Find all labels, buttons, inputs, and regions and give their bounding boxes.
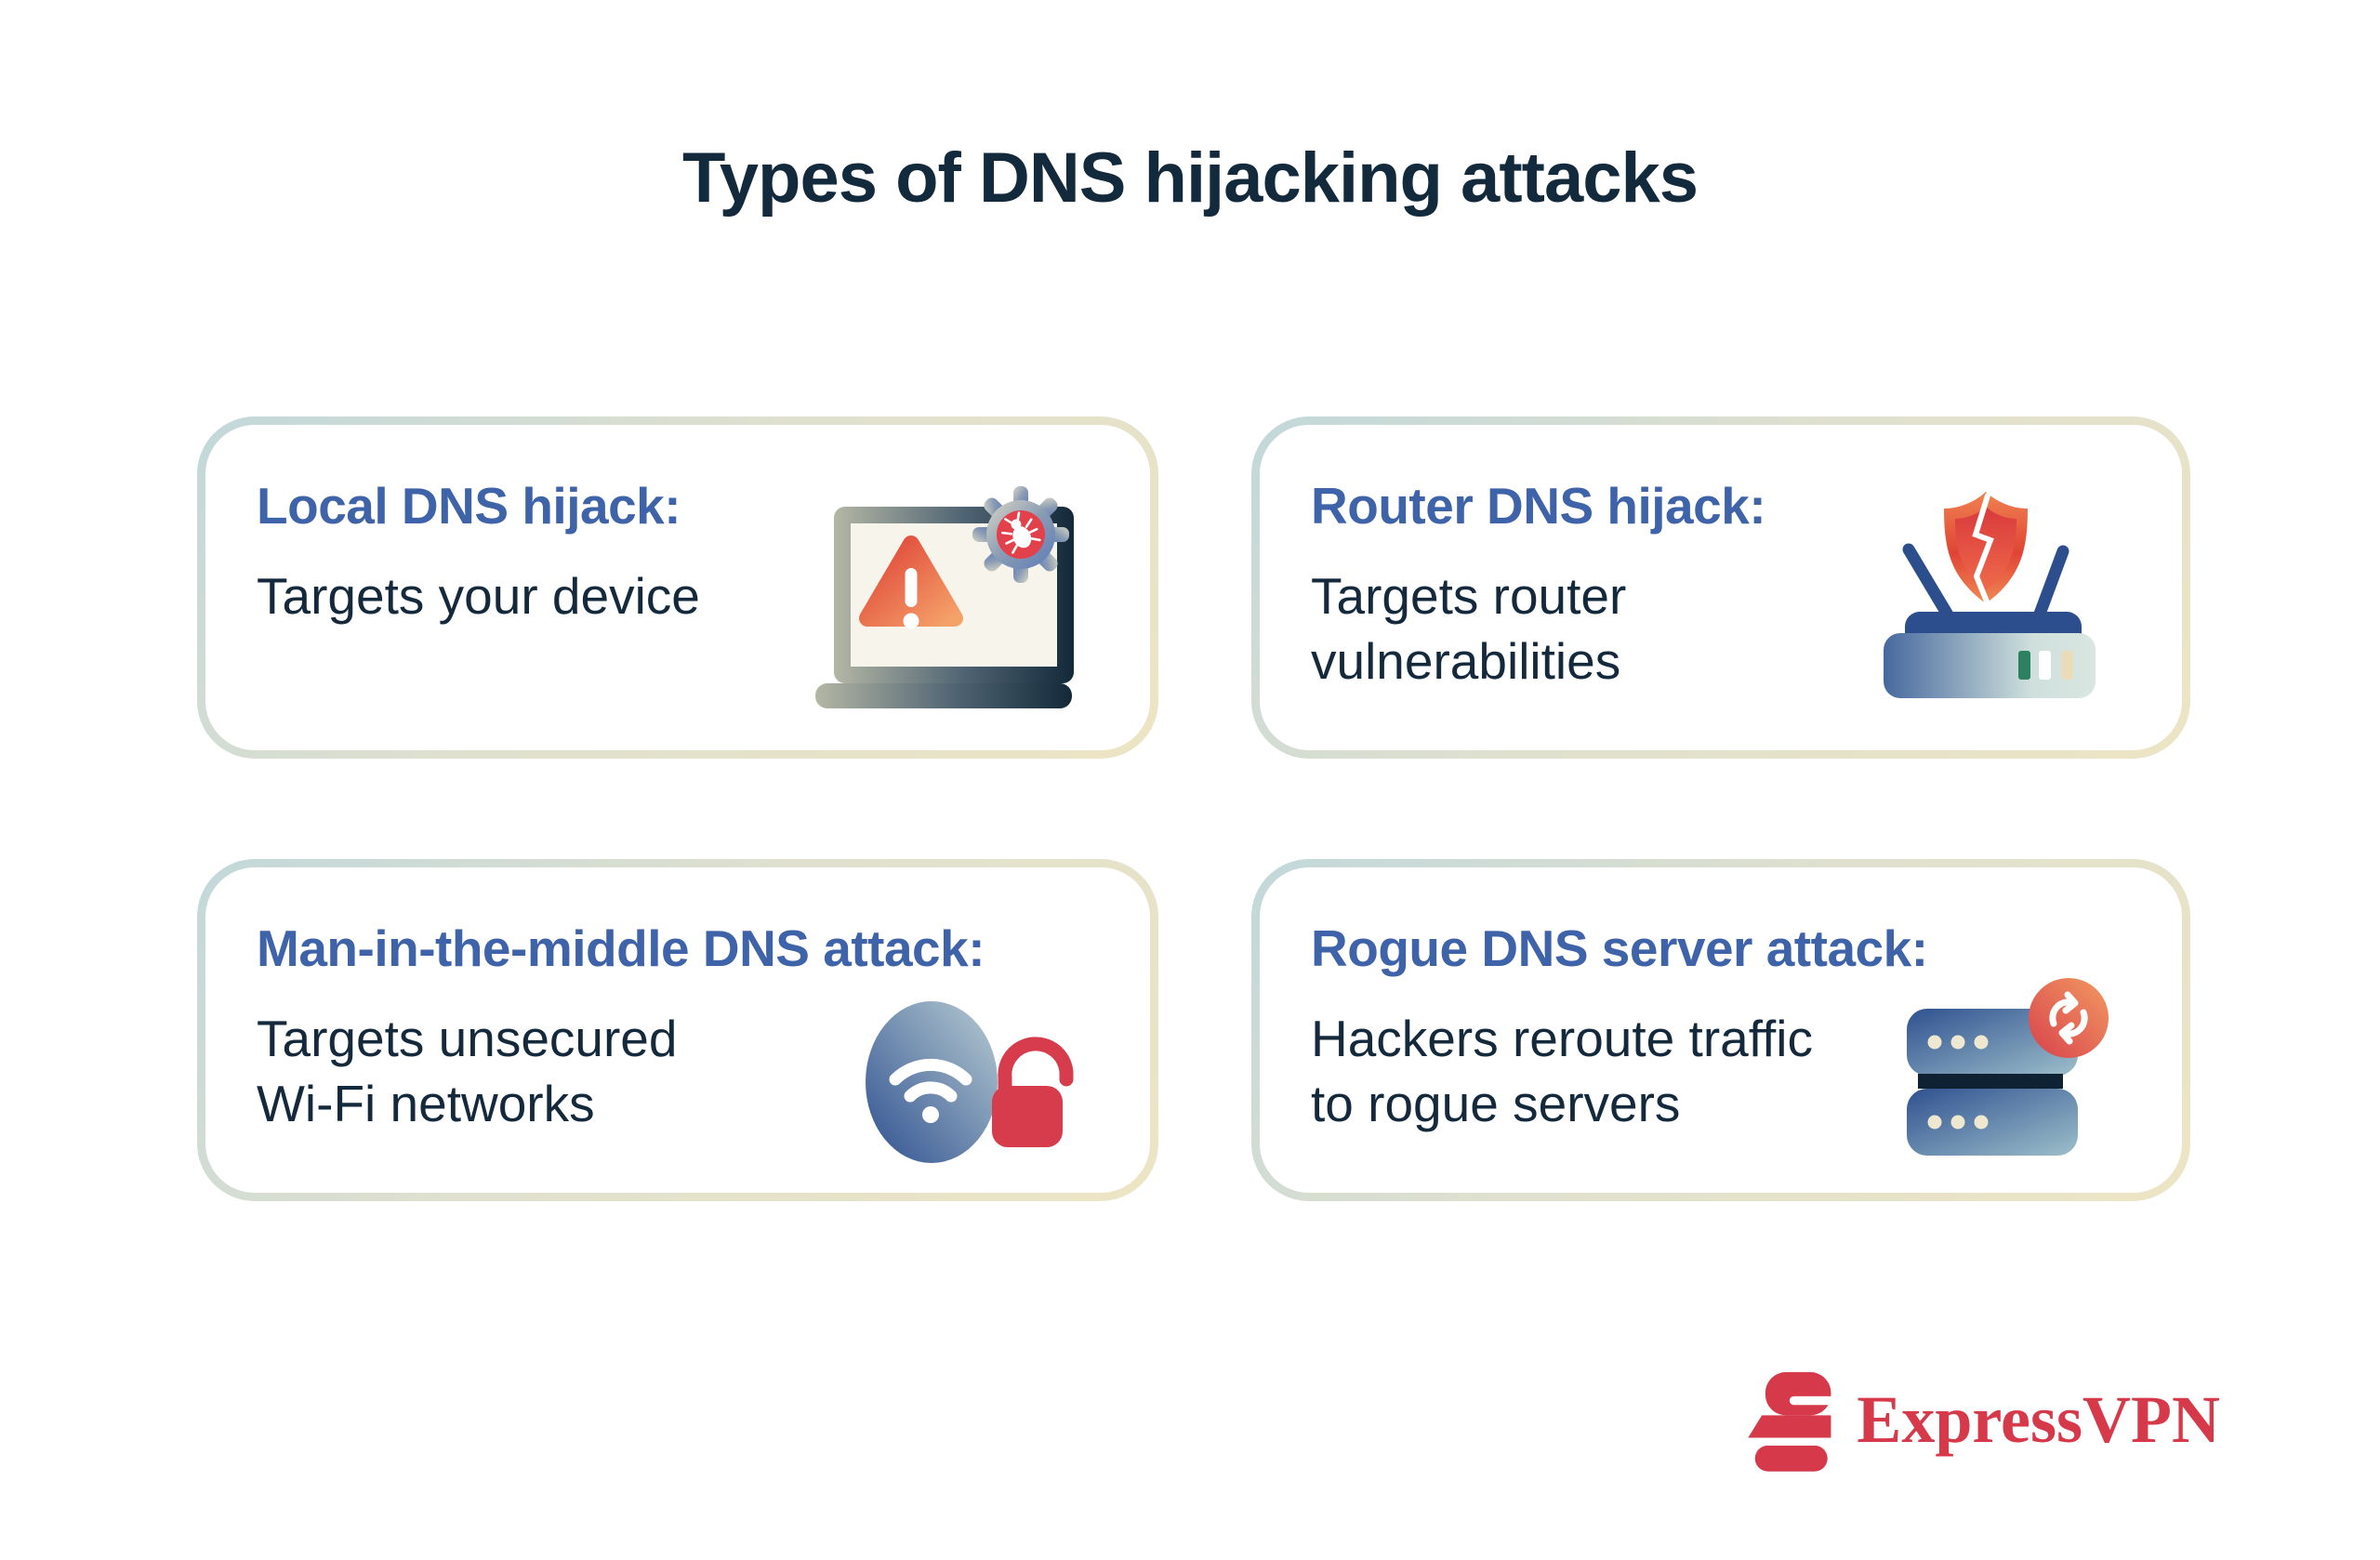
cards-grid: Local DNS hijack: Targets your device (197, 416, 2192, 1201)
card-text-block: Rogue DNS server attack: Hackers reroute… (1311, 919, 2145, 1137)
page-title: Types of DNS hijacking attacks (681, 139, 1699, 218)
expressvpn-logo: ExpressVPN (1739, 1365, 2220, 1474)
card-heading: Rogue DNS server attack: (1311, 919, 1928, 977)
card-body: Hackers reroute traffic to rogue servers (1311, 1006, 2145, 1137)
card-body-line: Targets unsecured (257, 1010, 678, 1067)
card-text-block: Man-in-the-middle DNS attack: Targets un… (257, 919, 1113, 1137)
expressvpn-icon (1748, 1371, 1835, 1472)
card-body: Targets router vulnerabilities (1311, 563, 2145, 694)
card-body: Targets unsecured Wi-Fi networks (257, 1006, 1113, 1137)
card-local-dns-hijack: Local DNS hijack: Targets your device (197, 416, 1158, 759)
card-body-line: Wi-Fi networks (257, 1075, 595, 1133)
card-body-line: Targets router (1311, 567, 1627, 625)
card-heading: Man-in-the-middle DNS attack: (257, 919, 985, 977)
expressvpn-wordmark: ExpressVPN (1857, 1382, 2220, 1457)
laptop-malware-warning-icon (815, 486, 1074, 708)
card-text-block: Local DNS hijack: Targets your device (257, 476, 1113, 628)
card-rogue-dns-server: Rogue DNS server attack: Hackers reroute… (1251, 859, 2190, 1201)
server-reroute-icon (1907, 978, 2109, 1156)
server-lights (1927, 1035, 1989, 1130)
card-body-line: to rogue servers (1311, 1075, 1681, 1133)
router-antennas (1902, 543, 2069, 623)
card-body-line: vulnerabilities (1311, 632, 1621, 691)
wifi-open-lock-icon (866, 1001, 1074, 1163)
card-text-block: Router DNS hijack: Targets router vulner… (1311, 476, 2145, 694)
card-body-line: Hackers reroute traffic (1311, 1010, 1814, 1067)
wifi-waves (889, 1058, 972, 1103)
card-body: Targets your device (257, 563, 1113, 628)
open-padlock (992, 1037, 1074, 1147)
router-broken-shield-icon (1884, 492, 2096, 698)
card-router-dns-hijack: Router DNS hijack: Targets router vulner… (1251, 416, 2190, 759)
card-heading: Router DNS hijack: (1311, 477, 1766, 535)
card-mitm-dns-attack: Man-in-the-middle DNS attack: Targets un… (197, 859, 1158, 1201)
bug-icon (1001, 511, 1041, 554)
card-body-line: Targets your device (257, 567, 700, 625)
card-heading: Local DNS hijack: (257, 477, 681, 535)
sync-arrows-icon (2049, 991, 2088, 1045)
